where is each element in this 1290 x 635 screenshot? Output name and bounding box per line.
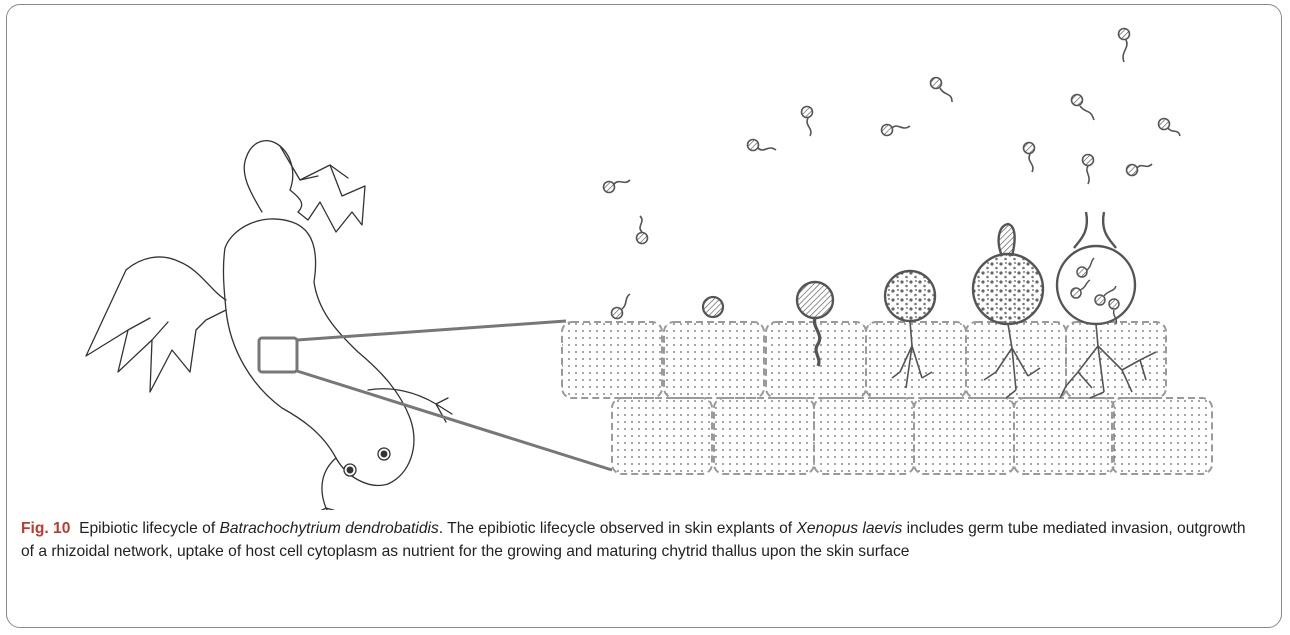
zoospore (882, 125, 911, 136)
zoospore (931, 78, 953, 103)
figure-caption: Fig. 10 Epibiotic lifecycle of Batrachoc… (21, 517, 1256, 563)
frog-upper-foot (280, 146, 365, 232)
stage-encysted-spore (703, 297, 723, 317)
frog-front-arm-2 (314, 458, 340, 510)
zoospore (637, 216, 648, 244)
caption-title-prefix: Epibiotic lifecycle of (79, 520, 219, 537)
frog-lower-foot (86, 270, 226, 392)
zoospore (802, 107, 813, 137)
skin-cell-layer-top (562, 322, 1166, 398)
zoospore (1024, 143, 1035, 173)
skin-cell-layer-bottom (612, 398, 1212, 474)
zoospore (1127, 164, 1153, 176)
frog-upper-hindleg (244, 141, 302, 212)
caption-species-name: Batrachochytrium dendrobatidis (219, 520, 438, 537)
zoospore (748, 140, 777, 151)
zoospore (1083, 155, 1094, 185)
figure-label: Fig. 10 (21, 520, 70, 537)
zoospore (1072, 95, 1095, 121)
caption-text-1: . The epibiotic lifecycle observed in sk… (439, 520, 797, 537)
zoospore (1159, 119, 1181, 137)
zoospore (604, 180, 631, 193)
frog-body (223, 219, 413, 485)
zoospore (1119, 29, 1130, 63)
frog-lower-hindleg (126, 257, 226, 300)
frog-illustration (86, 141, 452, 510)
stage-zoospore-attached (612, 294, 631, 319)
lifecycle-illustration (0, 0, 1290, 510)
caption-host-species: Xenopus laevis (796, 520, 902, 537)
zoospores (604, 29, 1181, 244)
